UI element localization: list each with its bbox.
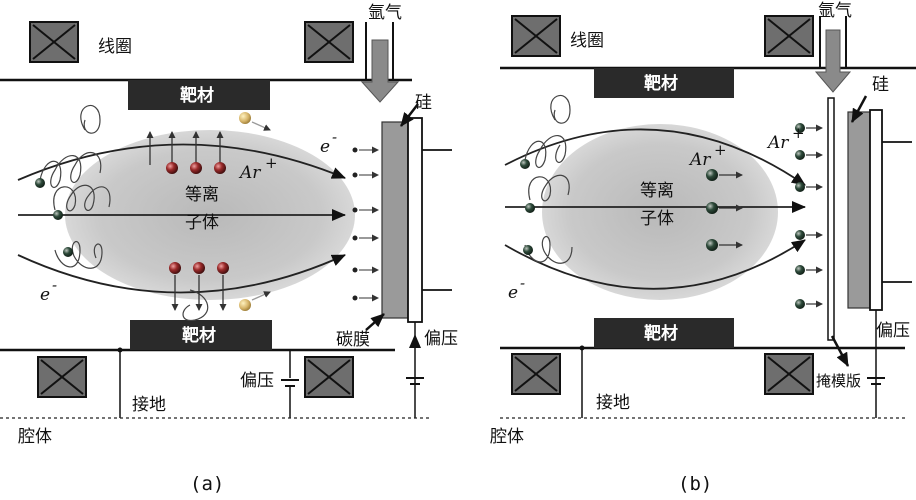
deposition-flux [352, 146, 379, 302]
carbon-film [381, 121, 409, 319]
electron-label-left: e [40, 285, 50, 305]
coil-icon [29, 21, 79, 63]
electron-label-left: e [508, 283, 518, 303]
ground-label: 接地 [132, 395, 166, 415]
chamber-label: 腔体 [490, 427, 524, 447]
coil-label: 线圈 [98, 37, 132, 57]
coil-icon [764, 15, 814, 57]
silicon-plate [869, 109, 883, 311]
deposited-film [847, 111, 871, 309]
coil-icon [37, 356, 87, 398]
silicon-label: 硅 [415, 93, 432, 113]
target-bottom-label: 靶材 [182, 325, 216, 346]
bias-right-label: 偏压 [424, 329, 458, 349]
coil-label: 线圈 [570, 31, 604, 51]
coil-icon [304, 21, 354, 63]
silicon-label: 硅 [872, 75, 889, 95]
plasma-cloud [542, 124, 778, 300]
caption-b: (b) [678, 473, 712, 495]
mask-plate [827, 97, 835, 341]
ar-ion-sup: + [265, 154, 278, 172]
carbon-film-label: 碳膜 [336, 330, 370, 350]
panel-b: 线圈 靶材 靶材 氩气 硅 偏压 掩模版 接地 腔体 [490, 1, 916, 495]
coil-icon [511, 353, 561, 395]
ar-ions-bottom [169, 262, 229, 311]
argon-arrow-icon [360, 39, 400, 103]
target-bottom [130, 320, 272, 350]
deposition-flux [795, 123, 823, 309]
chamber-label: 腔体 [18, 427, 52, 447]
ar-ion-label-mid: Ar [688, 150, 711, 170]
target-top [128, 80, 270, 110]
target-top-label: 靶材 [180, 85, 214, 106]
ar-ion-sup-top: + [792, 124, 805, 142]
electron-sup-left: - [52, 276, 57, 294]
ground-label: 接地 [596, 393, 630, 413]
coil-icon [511, 15, 561, 57]
ar-ion-sup-mid: + [714, 141, 727, 159]
coil-icon [304, 356, 354, 398]
argon-label: 氩气 [368, 3, 402, 23]
bias-right-label: 偏压 [876, 321, 910, 341]
target-top [594, 68, 734, 98]
ar-ion-label: Ar [238, 163, 261, 183]
plasma-label-line2: 子体 [640, 209, 674, 229]
bias-bottom-label: 偏压 [240, 371, 274, 391]
ar-ions-top [146, 131, 226, 174]
panel-a: 线圈 靶材 靶材 氩气 硅 碳膜 偏压 偏压 接地 [0, 3, 458, 495]
silicon-plate [407, 117, 423, 323]
target-bottom-label: 靶材 [644, 323, 678, 344]
mask-plate-label: 掩模版 [816, 372, 861, 390]
electron-label-right: e [320, 137, 330, 157]
target-bottom [594, 318, 734, 348]
argon-label: 氩气 [818, 1, 852, 21]
ar-ion-label-top: Ar [766, 133, 789, 153]
target-top-label: 靶材 [644, 73, 678, 94]
plasma-label-line1: 等离 [185, 185, 219, 205]
plasma-label-line2: 子体 [185, 213, 219, 233]
electron-sup-right: - [332, 128, 337, 146]
electron-sup-left: - [520, 274, 525, 292]
plasma-label-line1: 等离 [640, 181, 674, 201]
argon-arrow-icon [814, 29, 852, 93]
coil-icon [764, 353, 814, 395]
caption-a: (a) [190, 473, 224, 495]
ar-ions [706, 169, 743, 251]
